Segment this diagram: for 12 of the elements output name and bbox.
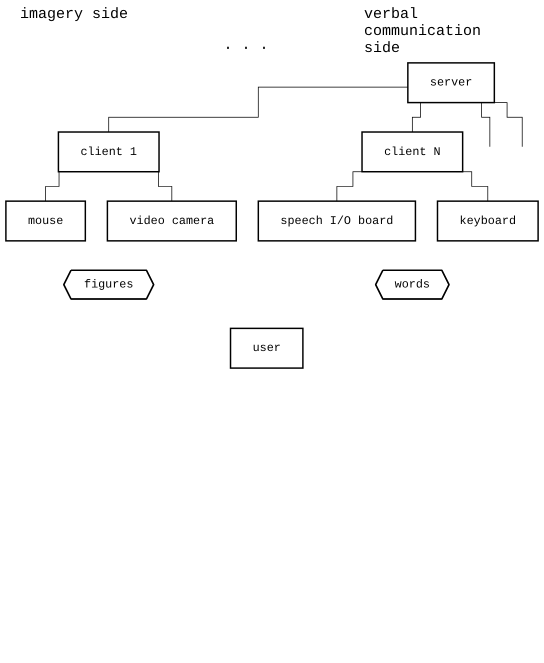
ellipsis-text: · · · bbox=[224, 40, 269, 57]
node-box: server bbox=[407, 62, 496, 104]
node-box: client N bbox=[361, 131, 464, 172]
side-label: imagery side bbox=[20, 6, 128, 25]
node-box: mouse bbox=[5, 200, 86, 242]
node-box: client 1 bbox=[58, 131, 160, 172]
connector bbox=[108, 86, 408, 132]
side-label: verbal communication side bbox=[364, 6, 482, 57]
node-box: keyboard bbox=[436, 200, 539, 242]
node-box: user bbox=[230, 328, 304, 369]
node-box: video camera bbox=[106, 200, 237, 242]
node-box: speech I/O board bbox=[258, 200, 416, 242]
